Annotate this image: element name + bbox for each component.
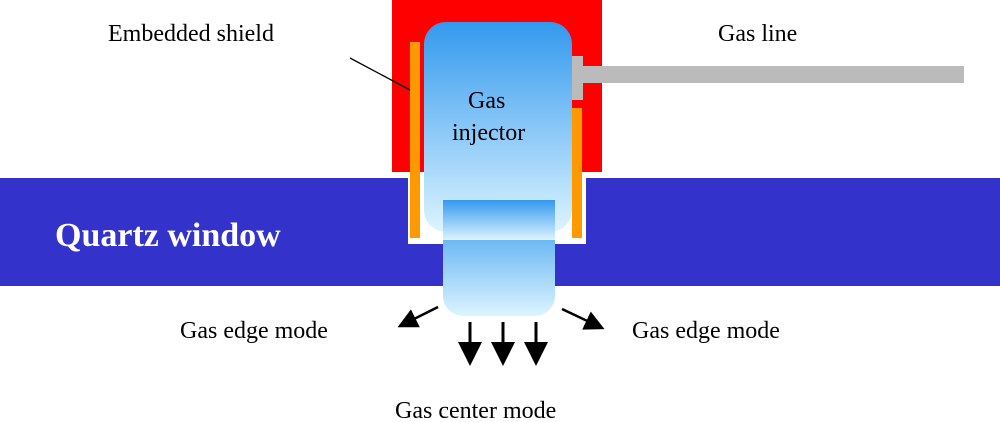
gas-injector <box>424 22 572 232</box>
gas-line-label: Gas line <box>718 21 797 47</box>
embedded-shield-left <box>410 42 420 238</box>
gas-injector-label-line2: injector <box>452 120 525 146</box>
embedded-shield-right <box>572 108 582 238</box>
gas-edge-arrow-left <box>397 305 439 328</box>
quartz-window-label: Quartz window <box>55 217 281 254</box>
embedded-shield-pointer <box>349 57 411 91</box>
gas-edge-mode-left-label: Gas edge mode <box>180 318 328 344</box>
embedded-shield-label: Embedded shield <box>108 21 274 47</box>
gas-edge-arrow-right <box>561 307 605 330</box>
gas-injector-neck <box>443 200 555 240</box>
gas-injector-label-line1: Gas <box>468 88 505 114</box>
gas-center-mode-label: Gas center mode <box>395 398 556 422</box>
gas-edge-mode-right-label: Gas edge mode <box>632 318 780 344</box>
gas-line <box>574 66 964 83</box>
gas-line-elbow <box>571 56 583 100</box>
